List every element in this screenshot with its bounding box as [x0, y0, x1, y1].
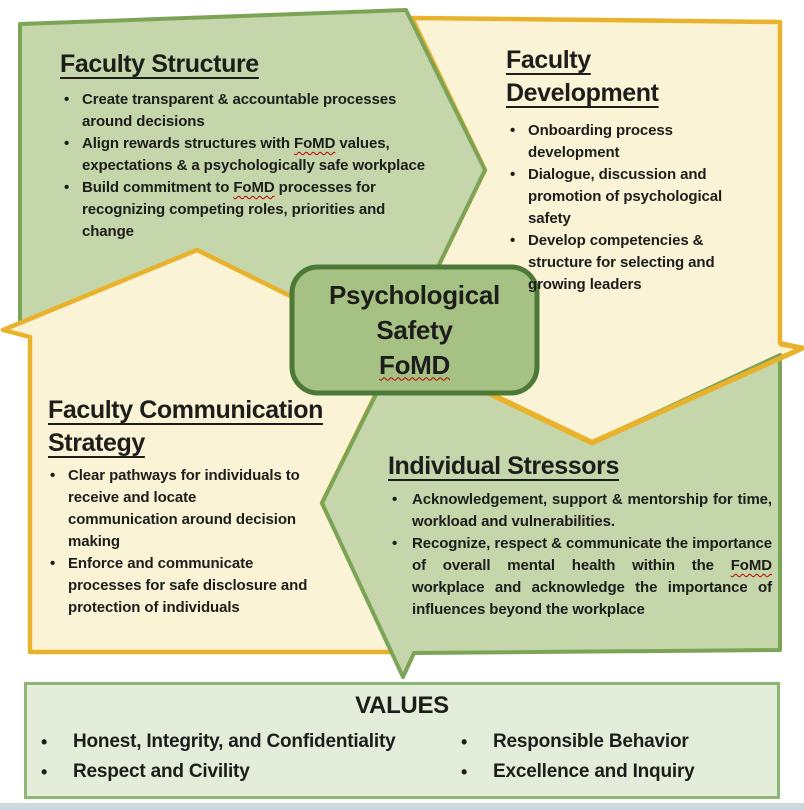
center-box-line-2: Safety	[376, 314, 453, 345]
bullet-marker: •	[41, 732, 48, 752]
bullet-marker: •	[64, 91, 70, 108]
bullet-text: Align rewards structures with FoMD value…	[82, 135, 425, 174]
bullet-list: • Create transparent & accountable proce…	[60, 89, 426, 243]
bullet-marker: •	[50, 467, 56, 484]
bullet-item: • Align rewards structures with FoMD val…	[64, 133, 426, 177]
bullet-text: Build commitment to FoMD processes for r…	[82, 179, 386, 240]
values-column-right: • Responsible Behavior • Excellence and …	[461, 727, 777, 787]
bullet-text: Onboarding process development	[528, 122, 673, 161]
bullet-list: • Onboarding process development • Dialo…	[506, 120, 746, 296]
section-title-faculty-development: Faculty Development	[506, 46, 659, 107]
bullet-item: • Create transparent & accountable proce…	[64, 89, 426, 133]
bullet-text: Recognize, respect & communicate the imp…	[412, 535, 772, 618]
bullet-item: • Clear pathways for individuals to rece…	[50, 465, 353, 553]
section-title-faculty-structure: Faculty Structure	[60, 50, 259, 78]
bullet-list: • Acknowledgement, support & mentorship …	[388, 489, 778, 621]
bullet-marker: •	[461, 732, 468, 752]
orange-arrow-edge	[396, 341, 804, 446]
bullet-marker: •	[510, 122, 516, 139]
section-title-faculty-communication-strategy: Faculty Communication Strategy	[48, 396, 323, 457]
section-faculty-structure: Faculty Structure • Create transparent &…	[60, 48, 426, 243]
values-title: VALUES	[355, 692, 449, 719]
bullet-item: • Acknowledgement, support & mentorship …	[392, 489, 778, 533]
center-box	[289, 264, 540, 396]
values-item: • Excellence and Inquiry	[461, 757, 777, 787]
bullet-item: • Enforce and communicate processes for …	[50, 553, 353, 619]
bullet-list: • Clear pathways for individuals to rece…	[48, 465, 353, 619]
center-box-line-3: FoMD	[379, 349, 450, 380]
values-item: • Respect and Civility	[41, 757, 461, 787]
values-box: VALUES • Honest, Integrity, and Confiden…	[24, 682, 780, 799]
values-column-left: • Honest, Integrity, and Confidentiality…	[41, 727, 461, 787]
bullet-marker: •	[64, 179, 70, 196]
bullet-item: • Develop competencies & structure for s…	[510, 230, 746, 296]
center-box-line-1: Psychological	[329, 279, 500, 310]
section-faculty-communication-strategy: Faculty Communication Strategy • Clear p…	[48, 394, 353, 619]
screenshot-bottom-edge	[0, 803, 804, 810]
section-title-individual-stressors: Individual Stressors	[388, 452, 619, 480]
values-item: • Responsible Behavior	[461, 727, 777, 757]
bullet-marker: •	[510, 232, 516, 249]
bullet-text: Create transparent & accountable process…	[82, 91, 397, 130]
bullet-marker: •	[510, 166, 516, 183]
values-item: • Honest, Integrity, and Confidentiality	[41, 727, 461, 757]
bullet-marker: •	[392, 535, 398, 552]
bullet-text: Acknowledgement, support & mentorship fo…	[412, 491, 772, 530]
bullet-text: Develop competencies & structure for sel…	[528, 232, 715, 293]
section-individual-stressors: Individual Stressors • Acknowledgement, …	[388, 450, 778, 621]
bullet-item: • Dialogue, discussion and promotion of …	[510, 164, 746, 230]
values-item-text: Excellence and Inquiry	[493, 761, 695, 782]
bullet-marker: •	[392, 491, 398, 508]
bullet-marker: •	[41, 762, 48, 782]
values-item-text: Responsible Behavior	[493, 731, 689, 752]
bullet-item: • Build commitment to FoMD processes for…	[64, 177, 426, 243]
bullet-marker: •	[50, 555, 56, 572]
bullet-text: Enforce and communicate processes for sa…	[68, 555, 308, 616]
values-columns: • Honest, Integrity, and Confidentiality…	[27, 720, 777, 787]
values-item-text: Honest, Integrity, and Confidentiality	[73, 731, 396, 752]
bullet-item: • Onboarding process development	[510, 120, 746, 164]
section-faculty-development: Faculty Development • Onboarding process…	[506, 44, 746, 296]
bullet-marker: •	[461, 762, 468, 782]
center-box-label: Psychological Safety FoMD	[292, 267, 537, 393]
bullet-text: Dialogue, discussion and promotion of ps…	[528, 166, 723, 227]
bullet-item: • Recognize, respect & communicate the i…	[392, 533, 778, 621]
values-item-text: Respect and Civility	[73, 761, 250, 782]
bullet-text: Clear pathways for individuals to receiv…	[68, 467, 300, 550]
bullet-marker: •	[64, 135, 70, 152]
